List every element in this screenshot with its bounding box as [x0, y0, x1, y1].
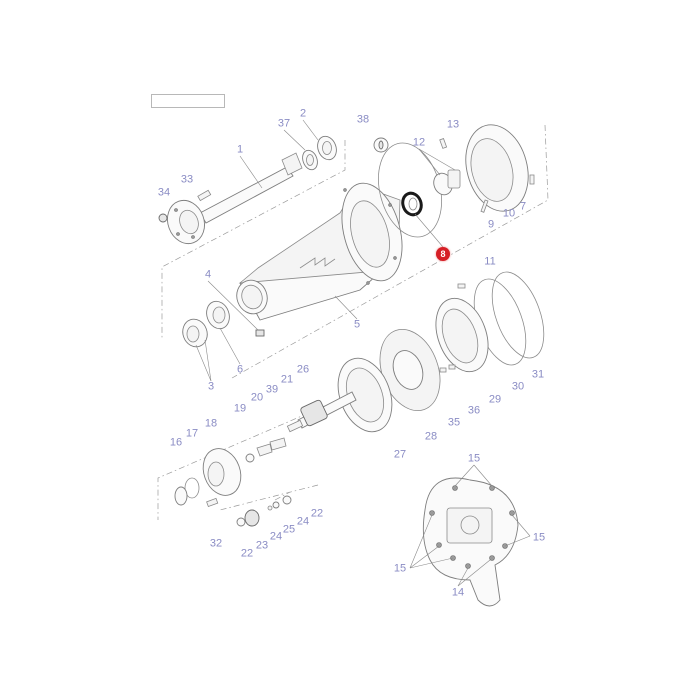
part-13-pin — [439, 138, 448, 149]
callout-16: 16 — [169, 436, 183, 449]
part-17-ring — [184, 477, 200, 499]
part-23-gear — [244, 509, 260, 527]
callout-24a: 24 — [296, 515, 310, 528]
callout-12: 12 — [412, 136, 426, 149]
part-11-pin — [457, 283, 466, 289]
callout-4: 4 — [204, 268, 212, 281]
callout-32: 32 — [209, 537, 223, 550]
part-4-plug — [255, 329, 265, 337]
callout-28: 28 — [424, 430, 438, 443]
part-6-seal — [206, 300, 230, 330]
callout-8-highlighted[interactable]: 8 — [436, 247, 450, 261]
reference-code-box — [151, 94, 225, 108]
part-9-pin — [480, 199, 489, 213]
callout-14: 14 — [451, 586, 465, 599]
callout-34: 34 — [157, 186, 171, 199]
part-19-washer — [245, 453, 255, 463]
callout-25: 25 — [282, 523, 296, 536]
callout-15b: 15 — [532, 531, 546, 544]
callout-1: 1 — [236, 143, 244, 156]
callout-26: 26 — [296, 363, 310, 376]
part-2-bearing — [317, 135, 337, 161]
part-10-ring-gear — [465, 124, 529, 212]
callout-3: 3 — [207, 380, 215, 393]
callout-30: 30 — [511, 380, 525, 393]
part-5-axle-housing — [236, 182, 403, 321]
leader-lines — [195, 119, 531, 587]
callout-37: 37 — [277, 117, 291, 130]
callout-35: 35 — [447, 416, 461, 429]
callout-27: 27 — [393, 448, 407, 461]
part-22-washer-b — [282, 495, 292, 505]
part-33-bolt — [197, 189, 212, 202]
callout-15a: 15 — [467, 452, 481, 465]
callout-38: 38 — [356, 113, 370, 126]
part-26-pinion-shaft — [297, 391, 357, 429]
part-37-seal — [302, 149, 318, 171]
part-housing-cover — [422, 477, 519, 607]
callout-2: 2 — [299, 107, 307, 120]
callout-6: 6 — [236, 363, 244, 376]
callout-17: 17 — [185, 427, 199, 440]
callout-39: 39 — [265, 383, 279, 396]
part-18-diff-housing — [202, 448, 242, 496]
part-24-25-washers — [267, 501, 280, 511]
callout-24b: 24 — [269, 530, 283, 543]
callout-22a: 22 — [310, 507, 324, 520]
part-31-ring — [491, 271, 545, 359]
callout-22b: 22 — [240, 547, 254, 560]
callout-18: 18 — [204, 417, 218, 430]
part-32-pin — [206, 497, 219, 508]
callout-33: 33 — [180, 173, 194, 186]
part-3-bearing — [182, 318, 208, 348]
callout-5: 5 — [353, 318, 361, 331]
part-16-washer — [174, 486, 188, 506]
part-34-nut — [158, 213, 168, 223]
callout-11: 11 — [484, 255, 496, 268]
part-35-36-springs — [439, 364, 456, 373]
part-14-bolt — [489, 555, 495, 561]
callout-13: 13 — [446, 118, 460, 131]
part-7-bolt — [529, 174, 535, 185]
part-38-key — [373, 137, 389, 153]
callout-15c: 15 — [393, 562, 407, 575]
callout-20: 20 — [250, 391, 264, 404]
part-39-pin — [269, 437, 287, 451]
part-28-brake-disc — [379, 328, 441, 412]
callout-31: 31 — [531, 368, 545, 381]
part-1-axle-shaft — [167, 152, 303, 245]
callout-7: 7 — [519, 200, 527, 213]
callout-19: 19 — [233, 402, 247, 415]
part-15-bolts — [429, 485, 515, 569]
part-21-bolt — [286, 419, 304, 433]
part-22-washer-a — [236, 517, 246, 527]
part-12-bearing — [433, 169, 461, 196]
callout-29: 29 — [488, 393, 502, 406]
part-29-piston — [435, 297, 489, 373]
callout-10: 10 — [502, 207, 516, 220]
part-8-seal — [401, 191, 423, 217]
callout-9: 9 — [487, 218, 495, 231]
part-20-washer — [256, 443, 273, 457]
callout-23: 23 — [255, 539, 269, 552]
callout-36: 36 — [467, 404, 481, 417]
callout-21: 21 — [280, 373, 294, 386]
